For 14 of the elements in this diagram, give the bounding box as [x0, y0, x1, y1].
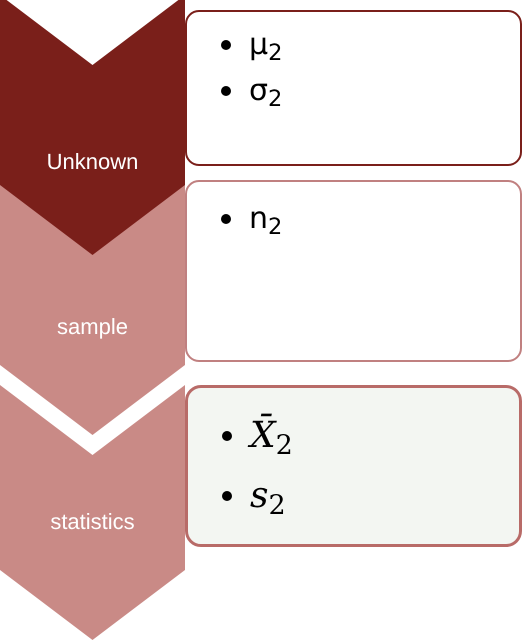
variable-text: n$_{2}$	[249, 200, 282, 242]
content-box	[185, 180, 522, 362]
chevron-shape	[0, 183, 185, 435]
chevron-shape	[0, 385, 185, 640]
variable-text: X̄$_{2}$	[250, 406, 293, 466]
chevron-label: sample	[56, 313, 129, 341]
content-box	[185, 10, 522, 166]
variable-text: s$_{2}$	[250, 474, 286, 523]
variable-text: μ$_{2}$	[249, 26, 282, 68]
content-box	[185, 385, 522, 547]
chevron-shape	[0, 0, 185, 255]
chevron-label: statistics	[49, 508, 136, 536]
chevron-label: Unknown	[46, 148, 140, 176]
variable-text: σ$_{2}$	[249, 72, 282, 114]
